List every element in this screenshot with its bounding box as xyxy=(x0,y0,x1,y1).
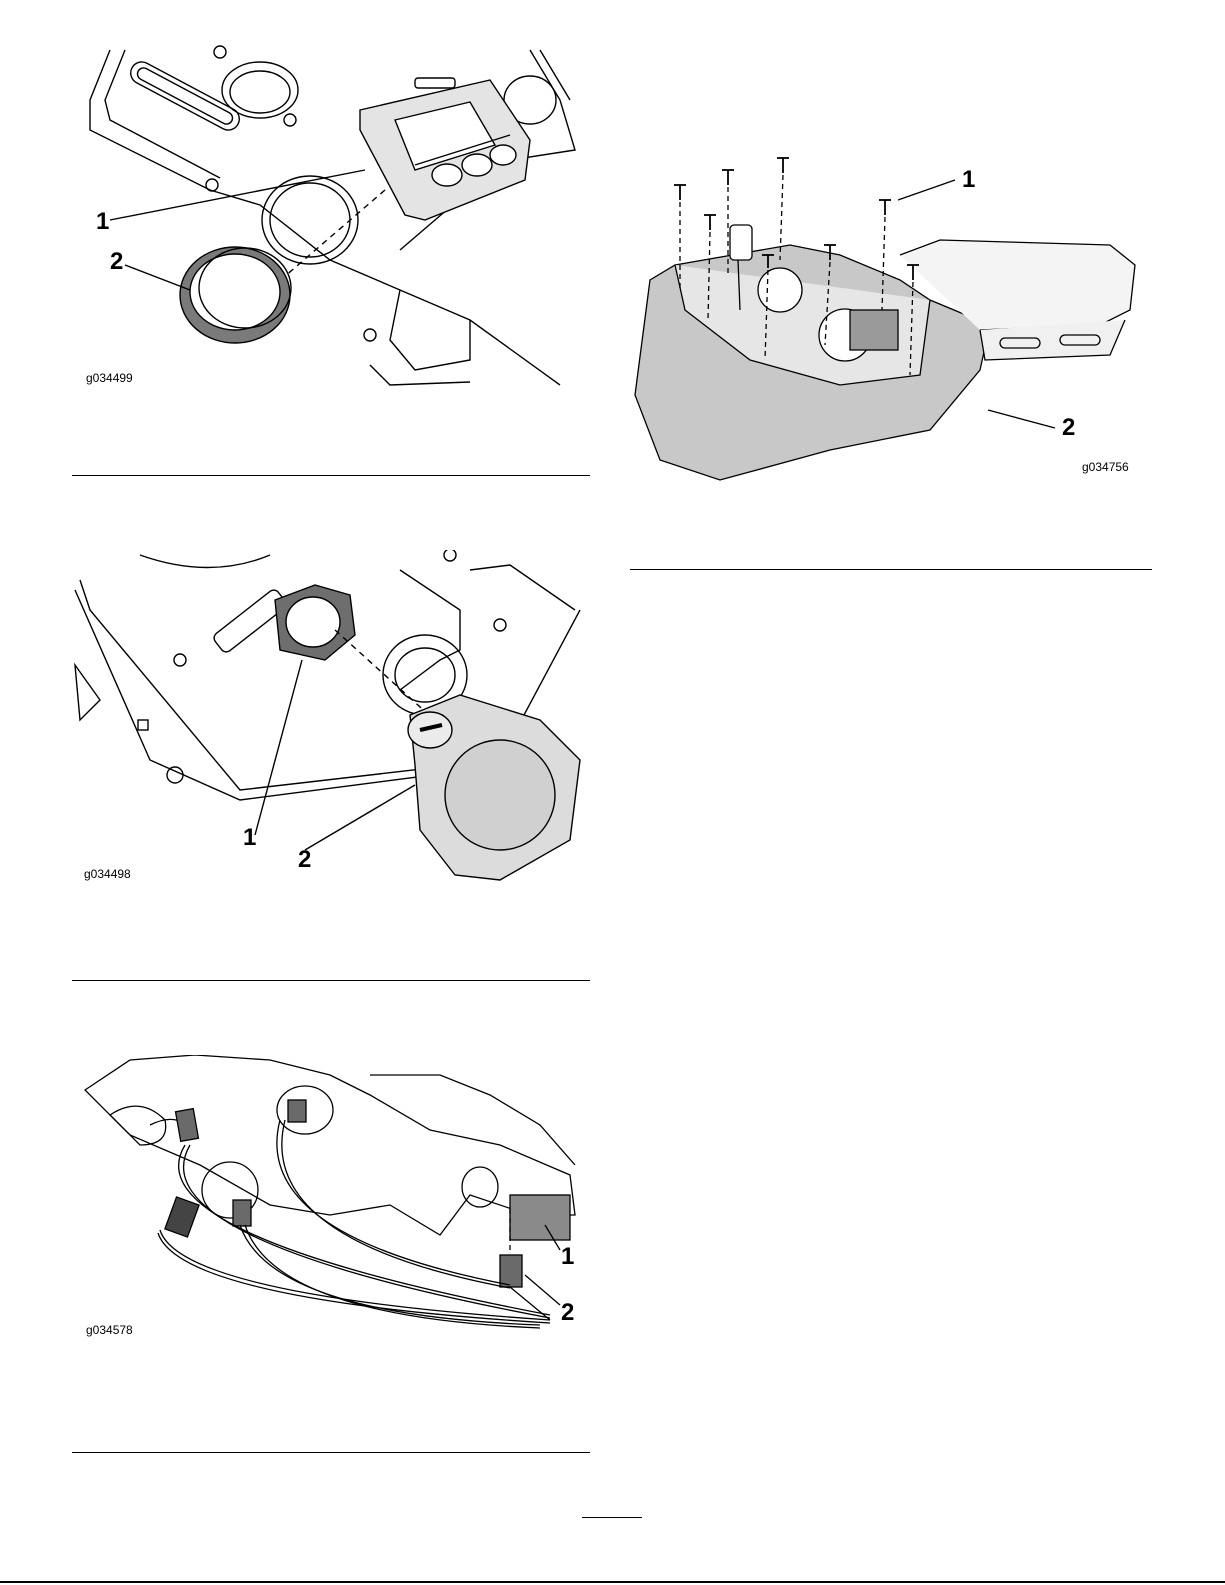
figure-display-removal: 1 2 g034499 xyxy=(70,40,590,400)
figure-id: g034498 xyxy=(84,868,131,880)
figure-key-switch-illustration xyxy=(70,550,590,890)
callout-2: 2 xyxy=(1062,416,1075,440)
callout-2: 2 xyxy=(561,1301,574,1325)
callout-1: 1 xyxy=(243,826,256,850)
figure-wiring-harness: 1 2 g034578 xyxy=(70,1055,590,1345)
figure-id: g034578 xyxy=(86,1324,133,1336)
callout-1: 1 xyxy=(962,168,975,192)
figure-key-switch-removal: 1 2 g034498 xyxy=(70,550,590,890)
figure-id: g034499 xyxy=(86,372,133,384)
figure-display-illustration xyxy=(70,40,590,400)
figure-wiring-illustration xyxy=(70,1055,590,1345)
callout-2: 2 xyxy=(298,848,311,872)
figure-divider xyxy=(72,980,590,981)
page-number-rule xyxy=(582,1517,642,1518)
callout-2: 2 xyxy=(110,250,123,274)
figure-console-cover: 1 2 g034756 xyxy=(630,150,1150,490)
figure-id: g034756 xyxy=(1082,461,1129,473)
figure-divider xyxy=(72,1452,590,1453)
page-bottom-bar xyxy=(0,1581,1225,1583)
figure-divider xyxy=(72,475,590,476)
callout-1: 1 xyxy=(561,1245,574,1269)
figure-divider xyxy=(630,569,1152,570)
callout-1: 1 xyxy=(96,210,109,234)
